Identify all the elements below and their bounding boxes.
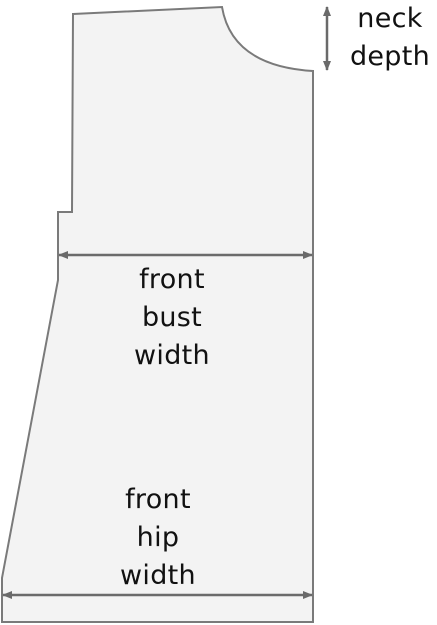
bust-width-label-line-3: width [134,340,210,371]
neck-depth-label-line-1: neck [357,3,423,34]
bust-width-label-line-1: front [139,264,205,295]
hip-width-label-line-3: width [120,560,196,591]
neck-depth-label: neck depth [340,0,437,76]
bust-width-label: front bust width [112,261,232,375]
bust-width-label-line-2: bust [141,302,203,333]
front-bodice-piece [1,5,314,623]
neck-depth-label-line-2: depth [349,41,431,72]
hip-width-label-line-1: front [125,484,191,515]
hip-width-label: front hip width [98,481,218,595]
hip-width-label-line-2: hip [136,522,180,553]
